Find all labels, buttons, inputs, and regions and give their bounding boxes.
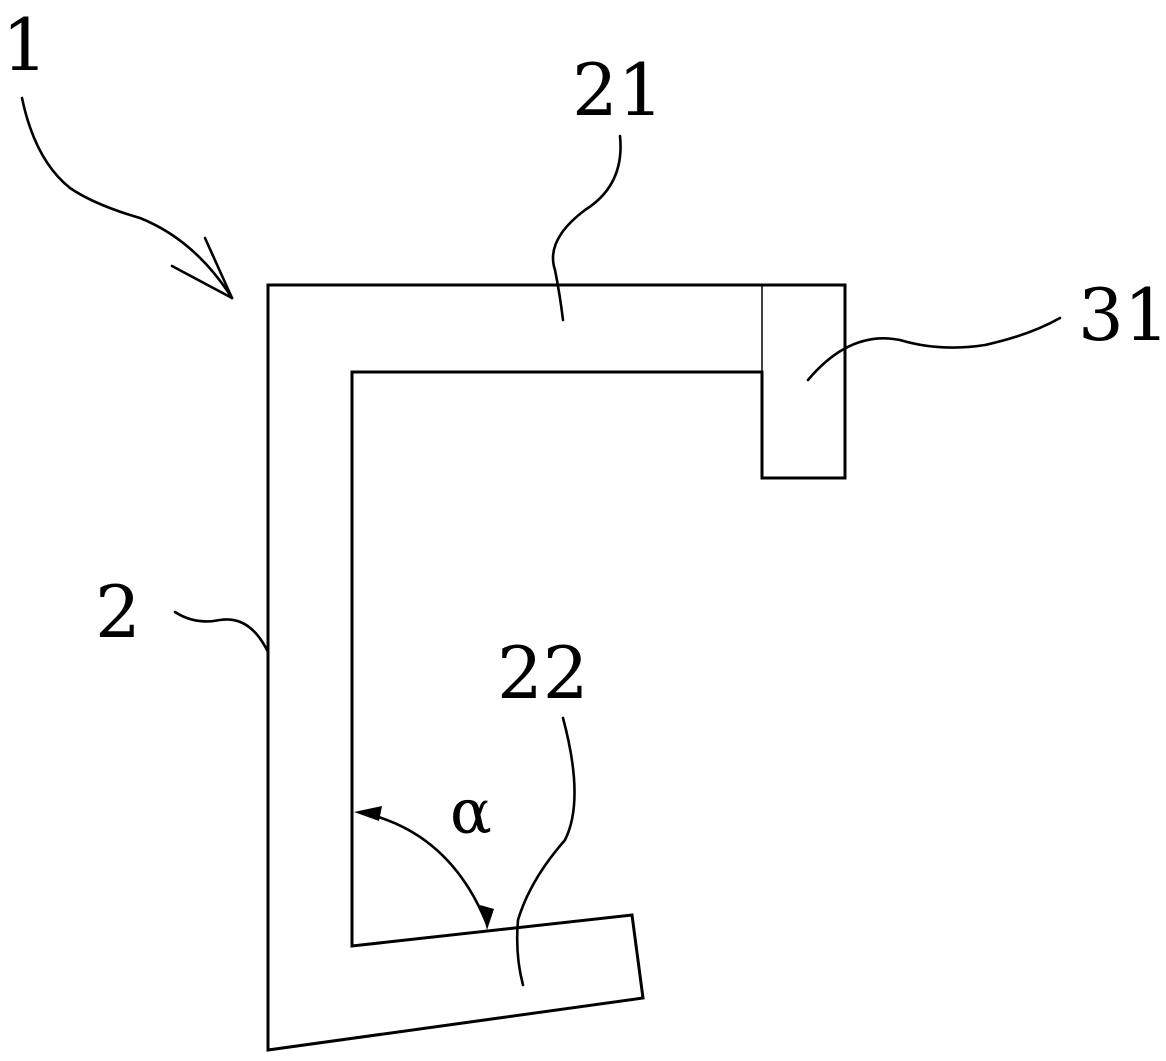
label-top-arm: 21 [572, 48, 664, 132]
label-end-block: 31 [1078, 273, 1166, 357]
label-bottom-arm: 22 [497, 631, 589, 715]
angle-arrowhead-top [354, 806, 382, 821]
angle-arrowhead-bottom [480, 905, 494, 930]
frame-leader [175, 612, 268, 652]
curved-arrow-icon [22, 98, 232, 298]
assembly-leader [22, 98, 232, 298]
label-angle: α [450, 775, 492, 848]
bottom-arm-leader [517, 718, 574, 985]
arrowhead-lower-stroke [172, 266, 232, 298]
label-frame: 2 [95, 570, 141, 654]
top-arm-leader [553, 136, 621, 320]
label-assembly: 1 [2, 3, 48, 87]
